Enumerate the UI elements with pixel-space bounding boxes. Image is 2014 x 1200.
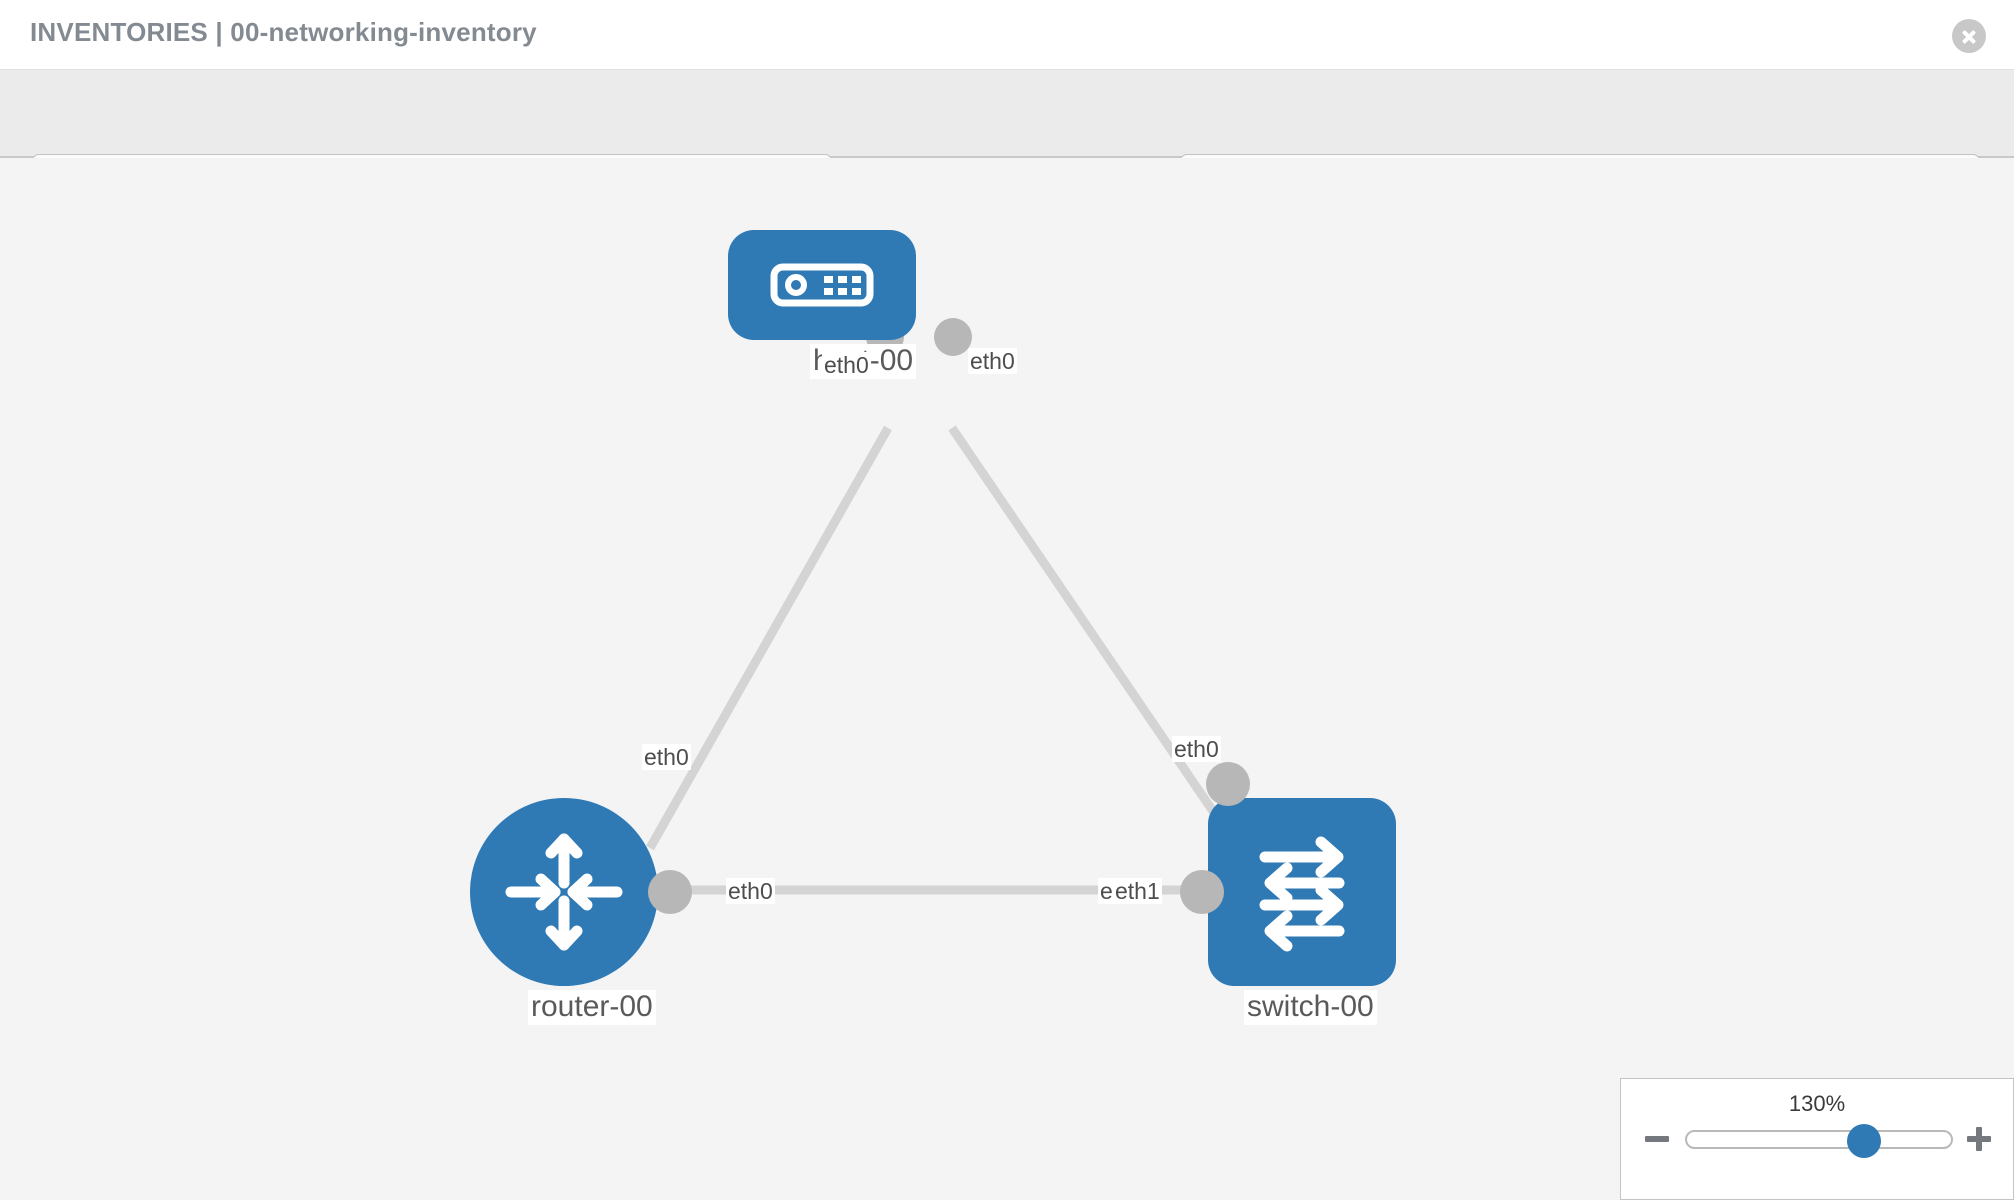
- edge-label-host-left: eth0: [822, 352, 871, 379]
- zoom-in-button[interactable]: [1965, 1125, 1993, 1153]
- page-title: INVENTORIES | 00-networking-inventory: [30, 17, 537, 47]
- topology-links: [646, 425, 1242, 895]
- host-icon: [728, 230, 916, 340]
- topology-canvas[interactable]: host-00: [0, 158, 2014, 1200]
- zoom-level-value: 130%: [1788, 1091, 1846, 1116]
- link-host-router[interactable]: [646, 425, 892, 851]
- node-label-router-00: router-00: [528, 990, 656, 1025]
- edge-label-switch-left: eth1: [1113, 878, 1162, 905]
- zoom-out-button[interactable]: [1643, 1125, 1671, 1153]
- port-switch-left[interactable]: [1180, 870, 1224, 914]
- edge-label-router-right: eth0: [726, 878, 775, 905]
- switch-icon: [1208, 798, 1396, 986]
- port-switch-top[interactable]: [1206, 762, 1250, 806]
- node-host-00[interactable]: [728, 230, 916, 340]
- edge-label-switch-up: eth0: [1172, 736, 1221, 763]
- edge-label-host-right: eth0: [968, 348, 1017, 375]
- node-switch-00[interactable]: [1208, 798, 1396, 986]
- toolbar: ACTIONS SEARCH: [0, 70, 2014, 209]
- window-header: INVENTORIES | 00-networking-inventory: [0, 0, 2014, 70]
- node-label-switch-00: switch-00: [1244, 990, 1377, 1025]
- link-host-switch[interactable]: [948, 425, 1242, 851]
- port-router-right[interactable]: [648, 870, 692, 914]
- router-icon: [470, 798, 658, 986]
- zoom-slider[interactable]: [1685, 1124, 1953, 1158]
- close-icon[interactable]: [1952, 19, 1986, 53]
- node-router-00[interactable]: [470, 798, 658, 986]
- zoom-slider-knob[interactable]: [1846, 1124, 1881, 1158]
- zoom-control-panel: 130%: [1620, 1078, 2014, 1200]
- edge-label-router-up: eth0: [642, 744, 691, 771]
- port-host-right[interactable]: [934, 318, 972, 356]
